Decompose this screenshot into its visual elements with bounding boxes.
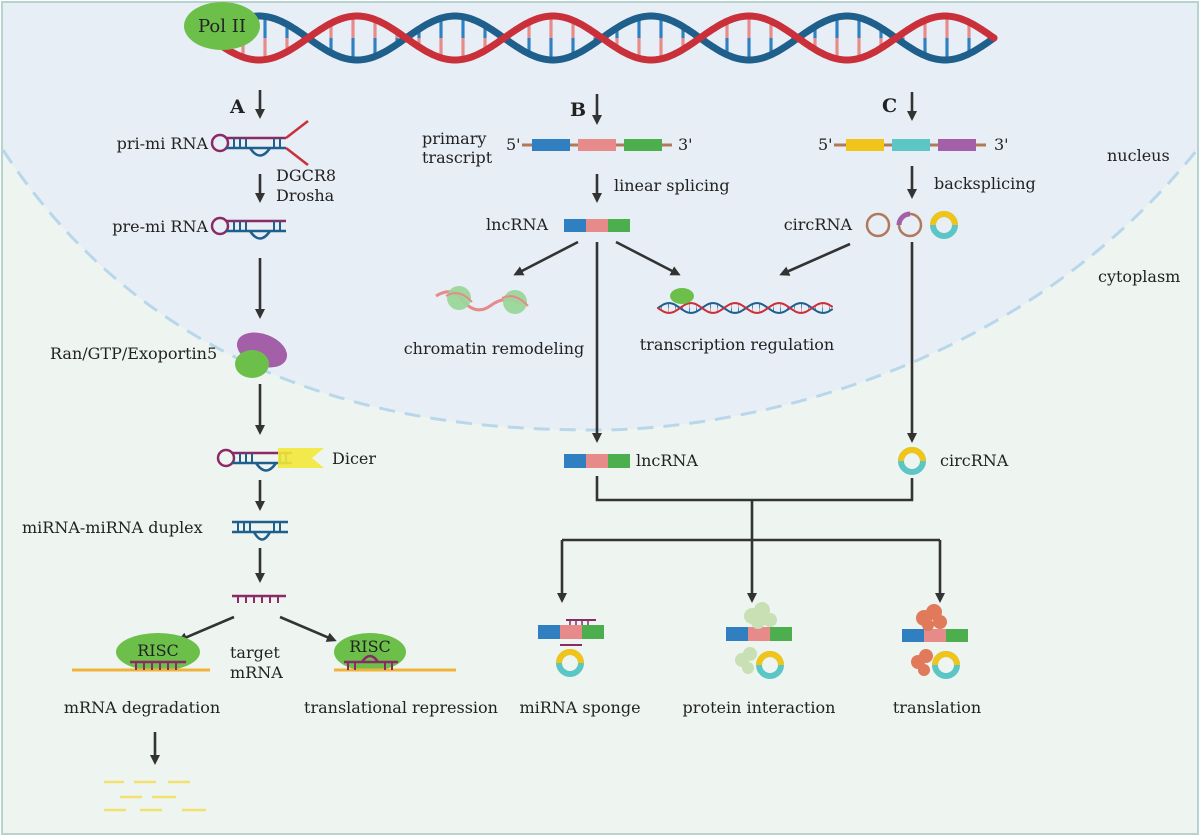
mirna-sponge-illustration <box>538 619 604 677</box>
chromatin-remodeling-label: chromatin remodeling <box>404 339 585 358</box>
circ-5prime: 5' <box>818 135 833 154</box>
linear-splicing-label: linear splicing <box>614 176 730 195</box>
pol-ii-enzyme: Pol II <box>184 2 260 50</box>
exportin-label: Ran/GTP/Exoportin5 <box>50 344 217 363</box>
nucleus-region <box>3 3 1197 430</box>
exportin-complex <box>235 332 288 378</box>
backsplicing-label: backsplicing <box>934 174 1036 193</box>
degraded-mrna-fragments <box>104 780 206 812</box>
helix-strand <box>657 302 833 314</box>
dicer-processing <box>216 448 324 472</box>
path-c-label: C <box>882 95 897 117</box>
risc-repression-complex: RISC <box>334 633 456 672</box>
cytoplasm-label: cytoplasm <box>1098 267 1180 286</box>
dicer-enzyme <box>278 448 324 468</box>
mirna-duplex <box>232 520 288 541</box>
helix-strand <box>657 302 833 314</box>
degradation-label: mRNA degradation <box>64 698 220 717</box>
mature-mirna <box>232 594 286 603</box>
primary-label: primary <box>422 129 486 148</box>
chromatin-illustration <box>435 286 529 314</box>
nucleus-membrane <box>1 149 1199 432</box>
dgcr8-label: DGCR8 <box>276 166 336 185</box>
path-a-label: A <box>229 96 245 118</box>
risc-label-1: RISC <box>137 641 179 660</box>
transcription-dna <box>657 302 833 314</box>
lncrna-cytoplasm <box>564 454 630 468</box>
target-label: target <box>230 643 280 662</box>
pri-mirna-hairpin <box>210 120 309 166</box>
mirna-sponge-label: miRNA sponge <box>519 698 640 717</box>
circrna-cytoplasm <box>898 447 926 475</box>
duplex-label: miRNA-miRNA duplex <box>22 518 203 537</box>
circrna-cyto-label: circRNA <box>940 451 1009 470</box>
arrow-to-repression <box>279 615 337 642</box>
circrna-label: circRNA <box>784 215 853 234</box>
trascript-label: trascript <box>422 148 493 167</box>
pre-mirna-label: pre-mi RNA <box>112 217 208 236</box>
mrna-label: mRNA <box>230 663 283 682</box>
circ-3prime: 3' <box>994 135 1009 154</box>
protein-interaction-label: protein interaction <box>683 698 836 717</box>
nucleus-label: nucleus <box>1107 146 1170 165</box>
arrow-circ-to-transcription <box>779 242 851 276</box>
protein-interaction-illustration <box>726 602 792 679</box>
dicer-label: Dicer <box>332 449 376 468</box>
drosha-label: Drosha <box>276 186 335 205</box>
translation-illustration <box>902 604 968 679</box>
primary-transcript <box>522 139 672 151</box>
transcription-regulation-label: transcription regulation <box>640 335 834 354</box>
circ-precursor <box>834 139 986 151</box>
risc-label-2: RISC <box>349 637 391 656</box>
arrow-to-chromatin <box>513 240 579 276</box>
primary-3prime: 3' <box>678 135 693 154</box>
lncrna-cyto-label: lncRNA <box>636 451 698 470</box>
lncrna-label: lncRNA <box>486 215 548 234</box>
repression-label: translational repression <box>304 698 498 717</box>
arrow-to-degradation <box>177 615 235 642</box>
risc-degradation-complex: RISC <box>72 633 210 672</box>
lncrna-nucleus <box>564 219 630 232</box>
pre-mirna-hairpin <box>210 216 286 240</box>
path-b-label: B <box>570 99 586 121</box>
arrow-to-transcription <box>615 240 681 276</box>
transcription-factor <box>670 288 694 304</box>
pol-ii-label: Pol II <box>198 16 246 37</box>
pri-mirna-label: pri-mi RNA <box>117 134 209 153</box>
translation-label: translation <box>893 698 981 717</box>
helix-strand <box>206 12 998 64</box>
circrna-nucleus <box>865 211 958 239</box>
primary-5prime: 5' <box>506 135 521 154</box>
dna-double-helix <box>206 12 998 64</box>
